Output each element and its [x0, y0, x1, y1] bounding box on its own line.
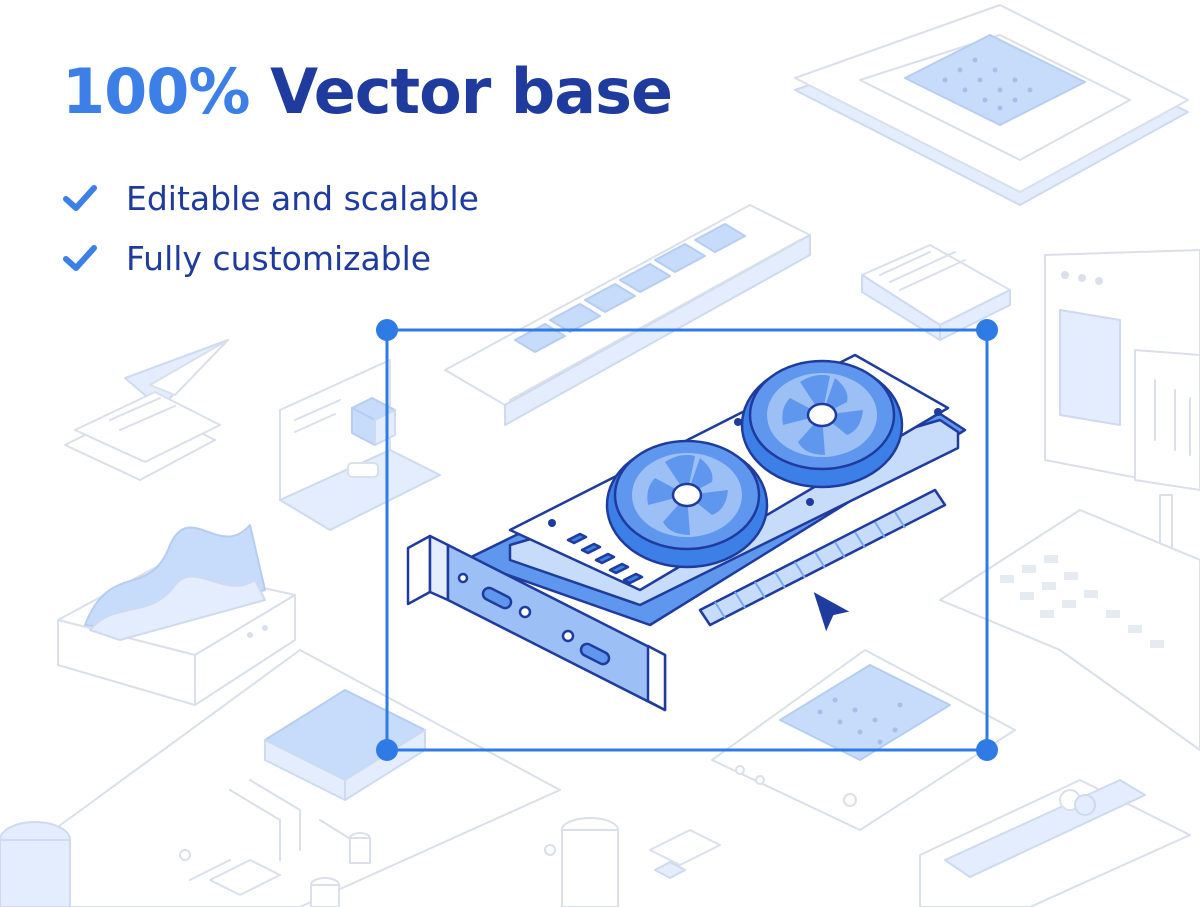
- fan-icon: [605, 439, 769, 569]
- headline-accent: 100%: [62, 55, 251, 128]
- feature-list: Editable and scalable Fully customizable: [62, 168, 479, 288]
- module-illustration: [861, 244, 1011, 341]
- feature-item: Fully customizable: [62, 228, 479, 288]
- feature-text: Editable and scalable: [126, 178, 479, 218]
- check-icon: [63, 185, 97, 211]
- feature-text: Fully customizable: [126, 238, 432, 278]
- resize-handle-bottom-right[interactable]: [976, 739, 998, 761]
- resize-handle-bottom-left[interactable]: [376, 739, 398, 761]
- check-icon: [63, 245, 97, 271]
- pointer-cursor-icon: [811, 589, 853, 635]
- selection-box[interactable]: [376, 319, 998, 761]
- cpu-socket-illustration: [794, 4, 1189, 206]
- fan-icon: [740, 359, 904, 489]
- keyboard-illustration: [939, 509, 1200, 751]
- headline: 100% Vector base: [62, 55, 673, 128]
- headline-rest: Vector base: [270, 55, 673, 128]
- feature-item: Editable and scalable: [62, 168, 479, 228]
- gpu-card-illustration[interactable]: [406, 353, 967, 712]
- chart-device-illustration: [57, 524, 296, 706]
- laptop-illustration: [279, 359, 441, 531]
- resize-handle-top-right[interactable]: [976, 319, 998, 341]
- motherboard-illustration: [0, 649, 721, 907]
- resize-handle-top-left[interactable]: [376, 319, 398, 341]
- paper-plane-illustration: [64, 339, 229, 481]
- chip-illustration: [711, 649, 1016, 831]
- credit-card-illustration: [919, 779, 1191, 907]
